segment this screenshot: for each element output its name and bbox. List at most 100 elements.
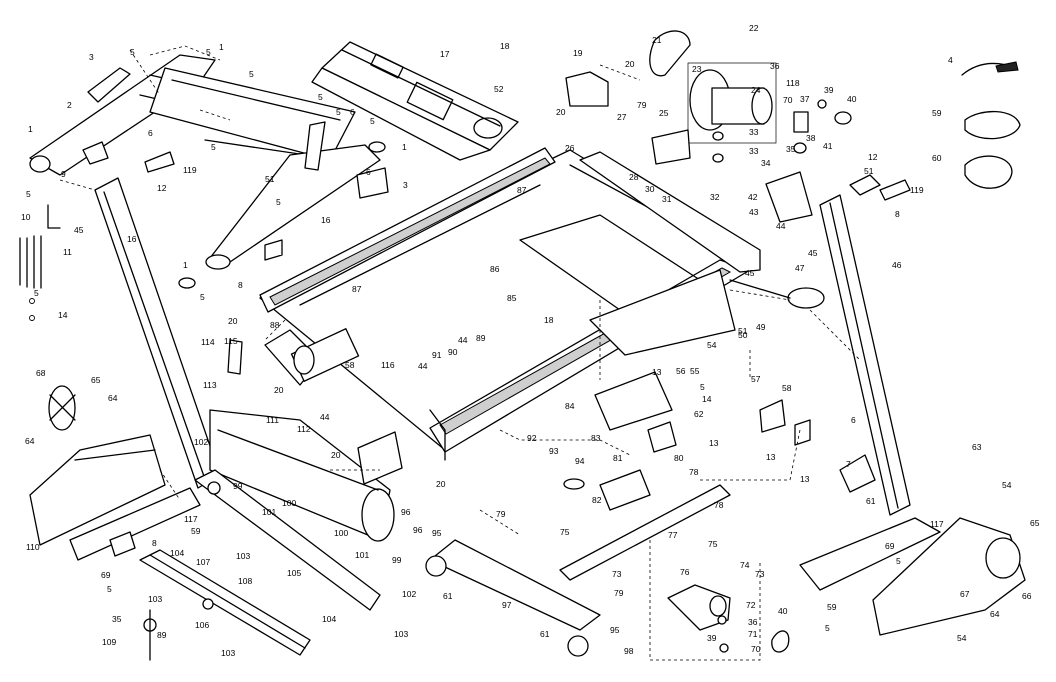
motor-pulley-parts	[712, 99, 852, 163]
callout-74: 74	[740, 560, 750, 570]
callout-8: 8	[895, 209, 900, 219]
callout-34: 34	[761, 158, 771, 168]
callout-114: 114	[201, 337, 215, 347]
callout-8: 8	[152, 538, 157, 548]
callout-95: 95	[610, 625, 620, 635]
callout-5: 5	[336, 107, 341, 117]
callout-5: 5	[206, 47, 211, 57]
console	[311, 41, 519, 161]
callout-9: 9	[61, 169, 66, 179]
callout-87: 87	[517, 185, 527, 195]
callout-18: 18	[544, 315, 554, 325]
callout-37: 37	[800, 94, 810, 104]
callout-13: 13	[652, 367, 662, 377]
callout-58: 58	[782, 383, 792, 393]
callout-31: 31	[662, 194, 672, 204]
callout-115: 115	[224, 336, 238, 346]
callout-16: 16	[127, 234, 137, 244]
callout-44: 44	[418, 361, 428, 371]
hex-key-and-bolts	[19, 204, 61, 321]
callout-38: 38	[806, 133, 816, 143]
callout-14: 14	[702, 394, 712, 404]
callout-99: 99	[392, 555, 402, 565]
callout-118: 118	[786, 78, 800, 88]
callout-5: 5	[370, 116, 375, 126]
callout-3: 3	[89, 52, 94, 62]
callout-18: 18	[500, 41, 510, 51]
front-roller	[264, 328, 360, 386]
callout-10: 10	[21, 212, 31, 222]
callout-110: 110	[26, 542, 40, 552]
callout-89: 89	[476, 333, 486, 343]
callout-24: 24	[751, 85, 761, 95]
callout-59: 59	[932, 108, 942, 118]
callout-14: 14	[58, 310, 68, 320]
callout-40: 40	[778, 606, 788, 616]
pulse-grip-bracket	[82, 121, 389, 289]
callout-68: 68	[36, 368, 46, 378]
callout-17: 17	[440, 49, 450, 59]
callout-44: 44	[776, 221, 786, 231]
callout-90: 90	[448, 347, 458, 357]
callout-39: 39	[707, 633, 717, 643]
belts-loose	[961, 61, 1021, 189]
callout-5: 5	[700, 382, 705, 392]
callout-33: 33	[749, 127, 759, 137]
callout-101: 101	[355, 550, 369, 560]
callout-77: 77	[668, 530, 678, 540]
callout-40: 40	[847, 94, 857, 104]
callout-99: 99	[233, 481, 243, 491]
callout-39: 39	[824, 85, 834, 95]
callout-12: 12	[157, 183, 167, 193]
callout-4: 4	[948, 55, 953, 65]
callout-84: 84	[565, 401, 575, 411]
callout-63: 63	[972, 442, 982, 452]
callout-112: 112	[297, 424, 311, 434]
callout-27: 27	[617, 112, 627, 122]
callout-87: 87	[352, 284, 362, 294]
callout-79: 79	[496, 509, 506, 519]
callout-73: 73	[755, 569, 765, 579]
callout-43: 43	[749, 207, 759, 217]
callout-23: 23	[692, 64, 702, 74]
callout-2: 2	[67, 100, 72, 110]
callout-54: 54	[957, 633, 967, 643]
callout-78: 78	[714, 500, 724, 510]
brackets-and-covers	[563, 371, 811, 511]
callout-119: 119	[183, 165, 197, 175]
callout-61: 61	[540, 629, 550, 639]
callout-71: 71	[748, 629, 758, 639]
callout-113: 113	[203, 380, 217, 390]
callout-22: 22	[749, 23, 759, 33]
callout-69: 69	[101, 570, 111, 580]
callout-20: 20	[625, 59, 635, 69]
callout-51: 51	[265, 174, 275, 184]
callout-79: 79	[637, 100, 647, 110]
callout-19: 19	[573, 48, 583, 58]
motor-hood-and-belt	[565, 30, 813, 223]
callout-3: 3	[403, 180, 408, 190]
incline-motor	[667, 584, 790, 653]
callout-65: 65	[1030, 518, 1040, 528]
callout-89: 89	[157, 630, 167, 640]
callout-33: 33	[749, 146, 759, 156]
callout-116: 116	[381, 360, 395, 370]
callout-32: 32	[710, 192, 720, 202]
callout-35: 35	[786, 144, 796, 154]
callout-5: 5	[211, 142, 216, 152]
callout-5: 5	[107, 584, 112, 594]
callout-54: 54	[1002, 480, 1012, 490]
callout-85: 85	[507, 293, 517, 303]
callout-64: 64	[990, 609, 1000, 619]
callout-5: 5	[896, 556, 901, 566]
callout-47: 47	[795, 263, 805, 273]
callout-51: 51	[864, 166, 874, 176]
callout-1: 1	[402, 142, 407, 152]
callout-98: 98	[624, 646, 634, 656]
callout-75: 75	[708, 539, 718, 549]
callout-92: 92	[527, 433, 537, 443]
callout-13: 13	[709, 438, 719, 448]
callout-62: 62	[694, 409, 704, 419]
